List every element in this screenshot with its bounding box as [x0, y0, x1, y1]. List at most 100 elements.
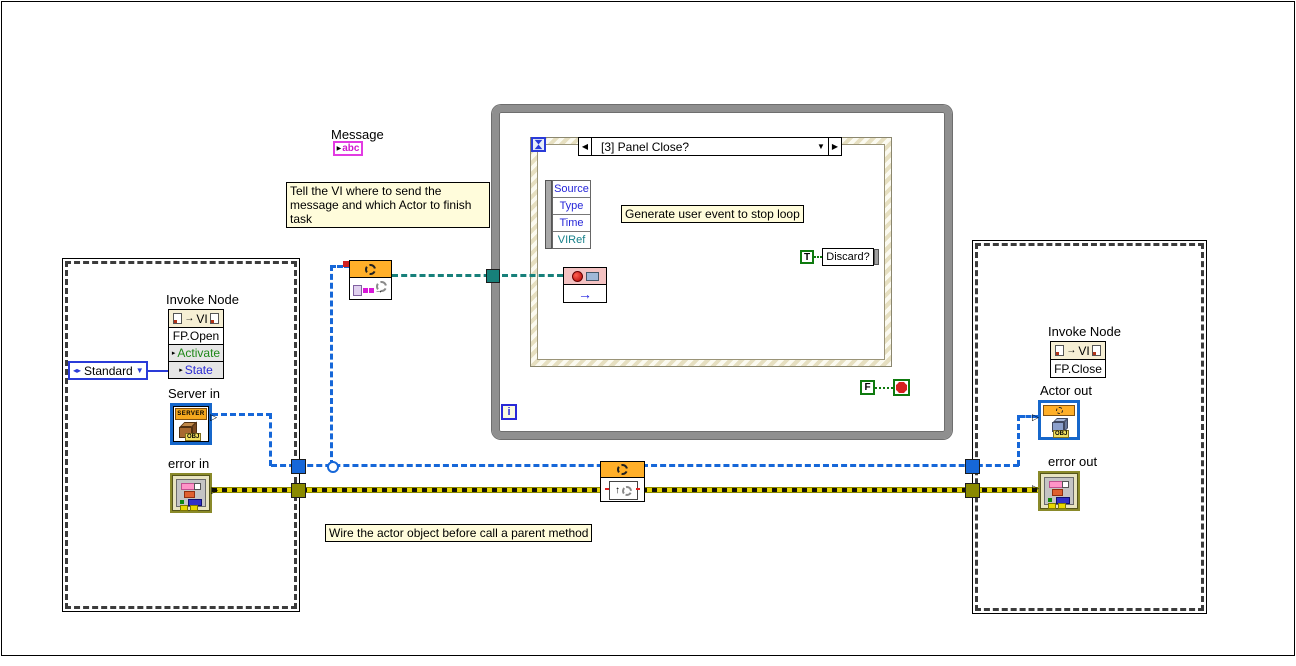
event-data-field[interactable]: Time	[553, 215, 590, 232]
string-marker-icon: ▶	[336, 146, 342, 152]
gear-icon	[1055, 407, 1063, 414]
tunnel-error-right[interactable]	[966, 484, 979, 497]
coercion-dot	[343, 261, 349, 267]
tunnel-user-event[interactable]	[487, 270, 499, 282]
event-data-field[interactable]: Source	[553, 181, 590, 198]
enum-dropdown-icon[interactable]: ▼	[135, 366, 144, 375]
loop-condition-wire[interactable]	[875, 387, 893, 389]
error-out-terminal[interactable]: ▷	[1032, 471, 1080, 511]
discard-terminal-bar[interactable]	[874, 249, 879, 265]
connector-nub	[1058, 503, 1066, 509]
user-event-wire[interactable]	[392, 274, 563, 277]
invoke-node-left-method[interactable]: FP.Open	[169, 328, 223, 345]
comment-generate-event: Generate user event to stop loop	[621, 205, 804, 223]
enum-pair-icon: ◂▸	[73, 366, 82, 375]
comment-wire-actor: Wire the actor object before call a pare…	[325, 524, 593, 542]
invoke-node-right-title: Invoke Node	[1048, 324, 1121, 339]
false-constant[interactable]: F	[860, 380, 875, 395]
event-data-field[interactable]: VIRef	[553, 232, 590, 248]
actor-class-wire[interactable]	[271, 464, 1019, 467]
error-out-label: error out	[1048, 454, 1098, 469]
property-label: Activate	[177, 346, 221, 360]
write-arrow-icon: →	[578, 286, 592, 302]
actor-out-terminal[interactable]: OBJ ▷	[1032, 400, 1080, 440]
iteration-label: i	[507, 406, 511, 418]
method-label: FP.Open	[172, 329, 220, 343]
flat-sequence-left[interactable]	[62, 258, 300, 612]
enum-value[interactable]: Standard	[84, 363, 133, 378]
invoke-node-left-prop-activate[interactable]: ▸ Activate	[169, 345, 223, 362]
enum-wire[interactable]	[146, 370, 168, 372]
invoke-node-left-class: VI	[196, 311, 208, 326]
vi-banner	[350, 261, 391, 278]
stop-button-local-variable[interactable]: →	[563, 267, 607, 303]
true-constant[interactable]: T	[800, 250, 814, 264]
call-parent-method-node[interactable]: ↑	[600, 461, 645, 502]
error-cluster-icon	[176, 479, 206, 507]
actor-class-wire-branch[interactable]	[330, 265, 333, 466]
invoke-node-left-title: Invoke Node	[166, 292, 239, 307]
event-data-node[interactable]: Source Type Time VIRef	[552, 180, 591, 249]
message-label: Message	[331, 127, 384, 142]
error-cluster-icon	[1044, 477, 1074, 505]
tunnel-error-left[interactable]	[292, 484, 305, 497]
connector-nub	[180, 505, 188, 511]
invoke-node-left-header[interactable]: → VI	[169, 310, 223, 328]
tunnel-class-left[interactable]	[292, 460, 305, 473]
event-data-field[interactable]: Type	[553, 198, 590, 215]
hourglass-icon	[534, 139, 543, 150]
actor-class-wire-branch[interactable]	[330, 265, 350, 268]
flat-sequence-right[interactable]	[972, 240, 1207, 614]
invoke-node-right-method[interactable]: FP.Close	[1051, 360, 1105, 377]
server-class-wire[interactable]	[212, 413, 272, 416]
stop-sign-icon	[896, 382, 907, 393]
vi-page-icon	[209, 313, 219, 324]
output-nub-icon: ▷	[211, 485, 218, 495]
event-prev-arrow-icon[interactable]: ◀	[579, 138, 592, 155]
event-next-arrow-icon[interactable]: ▶	[828, 138, 841, 155]
invoke-node-left[interactable]: → VI FP.Open ▸ Activate ▸ State	[168, 309, 224, 379]
error-in-terminal[interactable]: ▷	[170, 473, 218, 513]
input-nub-icon: ▷	[1032, 412, 1039, 422]
event-selector[interactable]: ◀ [3] Panel Close? ▼ ▶	[578, 137, 842, 156]
wire-junction[interactable]	[327, 461, 339, 473]
invoke-node-right-class: VI	[1078, 343, 1090, 358]
invoke-arrow-icon: →	[184, 313, 195, 324]
tunnel-class-right[interactable]	[966, 460, 979, 473]
discard-terminal-label[interactable]: Discard?	[822, 248, 874, 266]
server-in-terminal[interactable]: SERVER OBJ ▷	[170, 403, 217, 445]
message-glyph-icon: →	[353, 285, 383, 296]
send-message-vi-node[interactable]: →	[349, 260, 392, 300]
connector-nub	[1048, 503, 1056, 509]
actor-out-wire[interactable]	[1019, 415, 1038, 418]
red-tick	[636, 488, 640, 490]
obj-tag: OBJ	[185, 433, 202, 441]
server-banner: SERVER	[175, 408, 207, 420]
red-tick	[605, 488, 609, 490]
string-constant-value[interactable]: abc	[342, 143, 360, 154]
boolean-value: F	[864, 382, 871, 393]
obj-tag: OBJ	[1053, 430, 1070, 438]
message-string-constant[interactable]: ▶ abc	[333, 141, 363, 156]
vi-banner	[601, 462, 644, 478]
enum-constant-standard[interactable]: ◂▸ Standard ▼	[68, 361, 148, 380]
loop-condition-terminal[interactable]	[893, 379, 910, 396]
server-class-wire[interactable]	[269, 413, 272, 466]
invoke-node-right[interactable]: → VI FP.Close	[1050, 341, 1106, 378]
invoke-node-right-header[interactable]: → VI	[1051, 342, 1105, 360]
boolean-value: T	[803, 251, 811, 263]
vi-page-icon	[1055, 345, 1065, 356]
event-timeout-terminal[interactable]	[531, 137, 546, 152]
invoke-arrow-icon: →	[1066, 345, 1077, 356]
event-data-node-bar[interactable]	[545, 180, 552, 249]
discard-wire[interactable]	[814, 256, 822, 258]
method-label: FP.Close	[1054, 361, 1102, 376]
actor-out-wire[interactable]	[1017, 415, 1020, 466]
row-marker-icon: ▸	[179, 367, 183, 374]
event-dropdown-icon[interactable]: ▼	[817, 142, 825, 151]
loop-iteration-terminal[interactable]: i	[501, 404, 517, 420]
invoke-node-left-prop-state[interactable]: ▸ State	[169, 362, 223, 378]
vi-banner	[1043, 405, 1075, 416]
